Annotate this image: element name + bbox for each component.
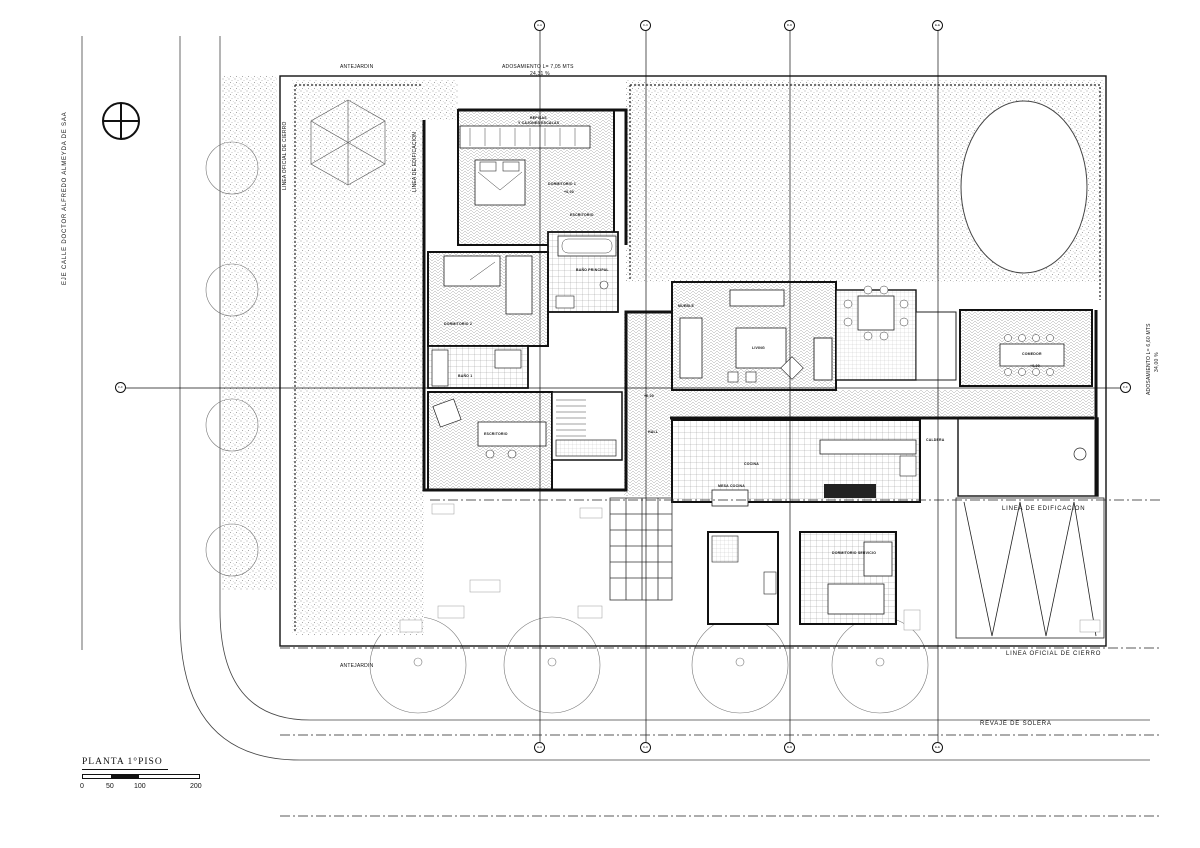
grid-bubble-top-c: C-C: [640, 20, 651, 31]
grid-bubble-left-f: F-F: [115, 382, 126, 393]
street-axis-label: EJE CALLE DOCTOR ALFREDO ALMEYDA DE SAA: [62, 111, 68, 285]
north-arrow: [102, 102, 140, 140]
grid-bubble-top-a: A-A: [534, 20, 545, 31]
dining-table: [999, 343, 1065, 367]
adosamiento-top-label: ADOSAMIENTO L= 7,05 MTS: [502, 64, 574, 70]
level-marker-3: +0,00: [1030, 364, 1040, 368]
garden-entry: [424, 80, 458, 120]
comedor-room: [959, 309, 1093, 387]
umbrella: [310, 99, 386, 186]
room-label-mueble: MUEBLE: [678, 304, 694, 308]
scale-bar: [82, 774, 200, 779]
grid-bubble-bottom-e: E-E: [932, 742, 943, 753]
terrace-right: [957, 417, 1099, 497]
room-label-dormitorio-servicio: DORMITORIO SERVICIO: [832, 551, 877, 555]
scale-tick-0: 0: [80, 783, 84, 790]
single-bed: [443, 255, 501, 287]
scale-tick-200: 200: [190, 783, 202, 790]
room-label-dormitorio2: DORMITORIO 2: [444, 322, 473, 326]
room-label-caldera: CALDERA: [926, 438, 945, 442]
scale-tick-100: 100: [134, 783, 146, 790]
level-marker-1: +0,00: [564, 190, 574, 194]
parking: [955, 497, 1105, 639]
room-label-bano-principal: BAÑO PRINCIPAL: [576, 268, 609, 272]
adosamiento-right-pct: 34,00 %: [1154, 352, 1160, 372]
linea-edificacion-label: LINEA DE EDIFICACION: [1002, 506, 1086, 512]
antejardin-bottom-label: ANTEJARDIN: [340, 663, 374, 669]
coffee-table: [735, 327, 787, 369]
room-label-living: LIVING: [752, 346, 765, 350]
grid-bubble-bottom-a: A-A: [534, 742, 545, 753]
pool: [960, 100, 1088, 274]
property-line: [279, 75, 1107, 647]
adosamiento-right-label: ADOSAMIENTO L= 6,60 MTS: [1146, 323, 1152, 395]
adosamiento-top-pct: 24,31 %: [530, 71, 550, 77]
bathtub: [557, 235, 617, 257]
cocina-room: [671, 419, 921, 503]
dashed-lines: [280, 499, 1160, 817]
room-label-escritorio-dorm: ESCRITORIO: [570, 213, 594, 217]
corridor-main: [674, 390, 1094, 418]
closet-2: [505, 255, 533, 315]
linea-oficial-cierre-vertical-label: LINEA OFICIAL DE CIERRO: [282, 121, 288, 190]
paving: [399, 503, 1101, 633]
revaje-label: REVAJE DE SOLERA: [980, 721, 1052, 727]
street-edge: [81, 36, 1150, 761]
grid-bubble-top-d: D-D: [784, 20, 795, 31]
walls: [422, 108, 1098, 496]
level-marker-2: +0,00: [644, 394, 654, 398]
garden-left: [292, 80, 424, 635]
linea-oficial-cierre-label: LINEA OFICIAL DE CIERRO: [1006, 651, 1102, 657]
room-label-mesa-cocina: MESA COCINA: [718, 484, 745, 488]
drawing-title: PLANTA 1°PISO: [82, 757, 163, 767]
scale-bar-filled-segment: [111, 775, 139, 778]
dining-table-ext: [857, 295, 895, 331]
grid-bubble-top-e: E-E: [932, 20, 943, 31]
room-label-escritorio: ESCRITORIO: [484, 432, 508, 436]
sofa-left: [679, 317, 703, 379]
room-label-cajones: Y CAJONES ESCALAS: [518, 121, 560, 125]
linea-edificacion-vertical-label: LINEA DE EDIFICACION: [412, 131, 418, 192]
room-label-bano1: BAÑO 1: [458, 374, 473, 378]
wardrobe: [459, 125, 591, 149]
fireplace: [813, 337, 833, 381]
sofa-top: [729, 289, 785, 307]
room-label-comedor: COMEDOR: [1022, 352, 1042, 356]
hedge: [294, 84, 1101, 632]
kitchen-table: [711, 489, 749, 507]
grid-lines: [126, 30, 1126, 742]
room-label-dormitorio1: DORMITORIO 1: [548, 182, 577, 186]
counter: [819, 439, 917, 455]
title-underline: [82, 769, 168, 770]
scale-tick-50: 50: [106, 783, 114, 790]
pergola: [609, 497, 673, 601]
stair-ext: [915, 311, 957, 381]
grid-bubble-right-f: F-F: [1120, 382, 1131, 393]
desk: [477, 421, 547, 447]
sidewalk-stipple: [222, 75, 277, 590]
room-label-repisas: REPISAS: [530, 116, 547, 120]
grid-bubble-bottom-c: C-C: [640, 742, 651, 753]
antejardin-top-label: ANTEJARDIN: [340, 64, 374, 70]
hall-corridor: [624, 312, 674, 496]
room-label-cocina: COCINA: [744, 462, 760, 466]
grid-bubble-bottom-d: D-D: [784, 742, 795, 753]
room-label-hall: HALL: [648, 430, 659, 434]
